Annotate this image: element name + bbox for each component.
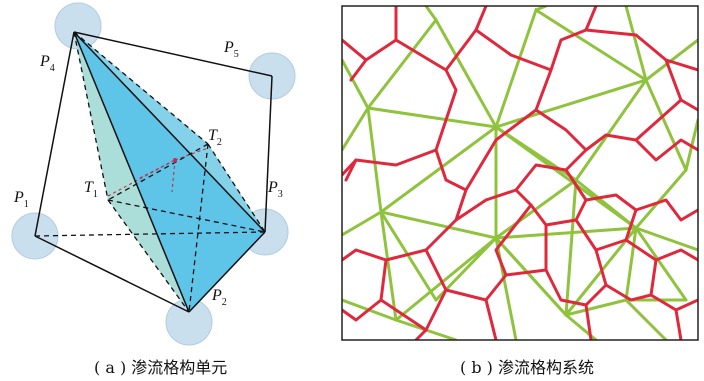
seepage-node [173,158,177,162]
caption-a: ( a ) 渗流格构单元 [94,358,228,377]
label-p2: P2 [211,287,227,308]
seepage-path [107,147,209,197]
lattice-system-diagram [341,5,699,341]
frame-border [341,5,699,341]
label-p5: P5 [223,39,239,60]
label-t2: T2 [208,127,222,148]
visible-edges [34,31,273,313]
delaunay-network [342,6,698,340]
voronoi-network [342,6,698,340]
label-t1: T1 [84,179,98,200]
lattice-unit-figure: P4 P5 P1 P3 P2 T2 T1 [0,0,330,381]
lattice-system-figure [336,0,704,381]
caption-b: ( b ) 渗流格构系统 [460,358,594,377]
label-p1: P1 [13,189,29,210]
lattice-unit-diagram: P4 P5 P1 P3 P2 T2 T1 [11,2,296,346]
label-p3: P3 [267,179,283,200]
front-facet [74,32,265,312]
label-p4: P4 [39,53,55,74]
hidden-edges [34,31,266,313]
